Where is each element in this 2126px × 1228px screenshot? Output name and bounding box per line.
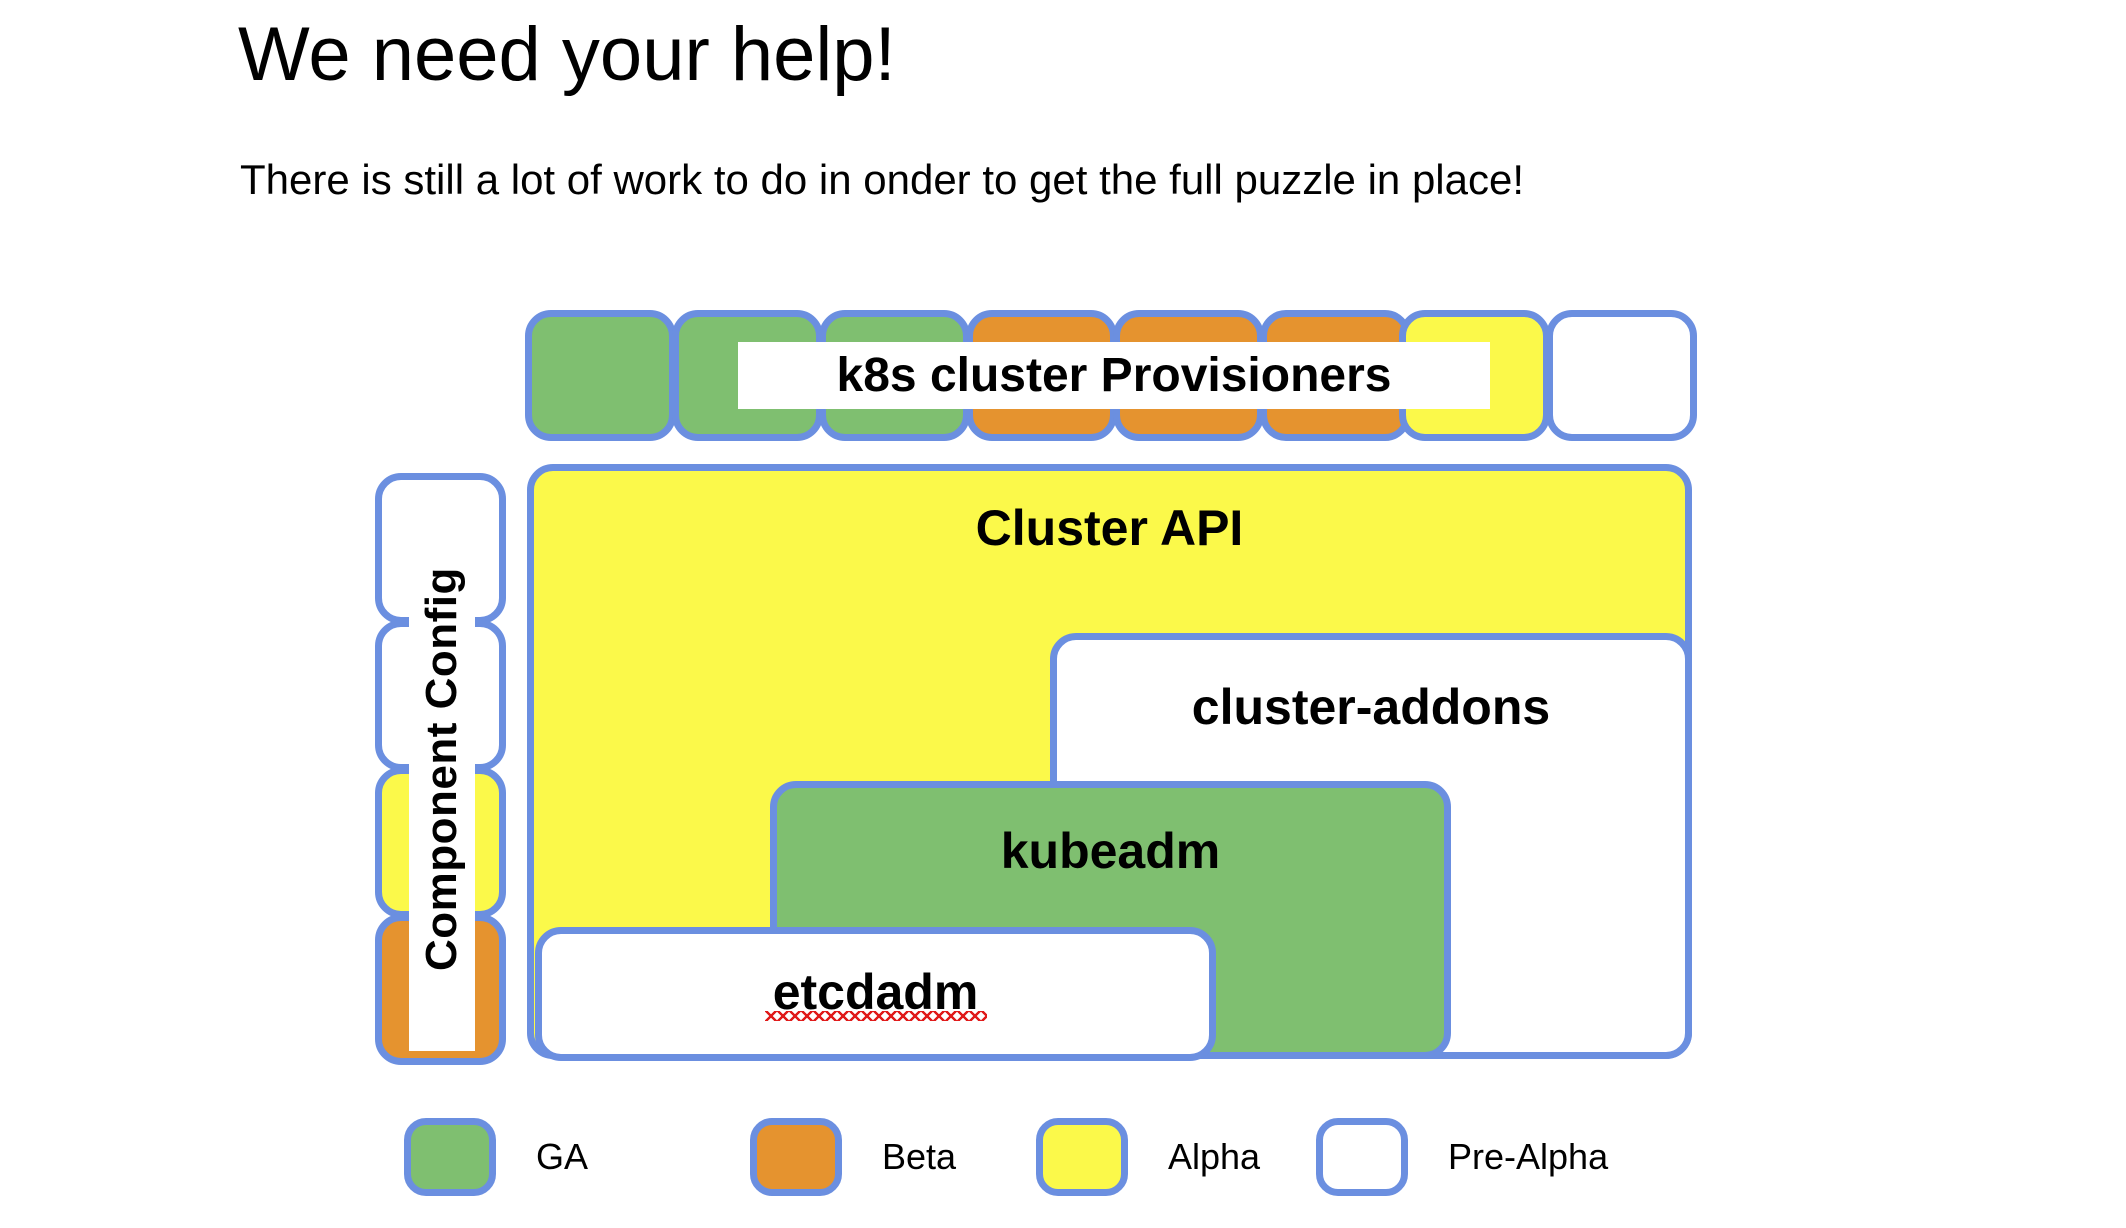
etcdadm-spellcheck-underline bbox=[765, 1011, 987, 1021]
legend-item-pre-alpha: Pre-Alpha bbox=[1316, 1118, 1608, 1196]
cluster-addons-label: cluster-addons bbox=[1191, 679, 1551, 735]
legend-label-beta: Beta bbox=[882, 1136, 957, 1177]
provisioners-row-label: k8s cluster Provisioners bbox=[738, 342, 1490, 409]
page-title: We need your help! bbox=[238, 12, 896, 97]
legend-item-alpha: Alpha bbox=[1036, 1118, 1260, 1196]
legend-label-pre-alpha: Pre-Alpha bbox=[1448, 1136, 1609, 1177]
component-config-label: Component Config bbox=[409, 487, 475, 1051]
provisioner-box-1[interactable] bbox=[525, 310, 676, 441]
legend-swatch-pre-alpha bbox=[1316, 1118, 1408, 1196]
etcdadm-box[interactable] bbox=[535, 927, 1216, 1061]
page-subtitle: There is still a lot of work to do in on… bbox=[240, 156, 1525, 203]
legend: GA Beta Alpha Pre-Alpha bbox=[404, 1118, 1704, 1208]
legend-swatch-alpha bbox=[1036, 1118, 1128, 1196]
kubeadm-label: kubeadm bbox=[1000, 823, 1221, 879]
legend-swatch-beta bbox=[750, 1118, 842, 1196]
legend-label-ga: GA bbox=[536, 1136, 589, 1177]
provisioner-box-8[interactable] bbox=[1546, 310, 1697, 441]
legend-item-ga: GA bbox=[404, 1118, 588, 1196]
legend-item-beta: Beta bbox=[750, 1118, 956, 1196]
legend-label-alpha: Alpha bbox=[1168, 1136, 1261, 1177]
cluster-api-label: Cluster API bbox=[975, 500, 1244, 556]
legend-swatch-ga bbox=[404, 1118, 496, 1196]
etcdadm-label: etcdadm bbox=[772, 964, 979, 1020]
